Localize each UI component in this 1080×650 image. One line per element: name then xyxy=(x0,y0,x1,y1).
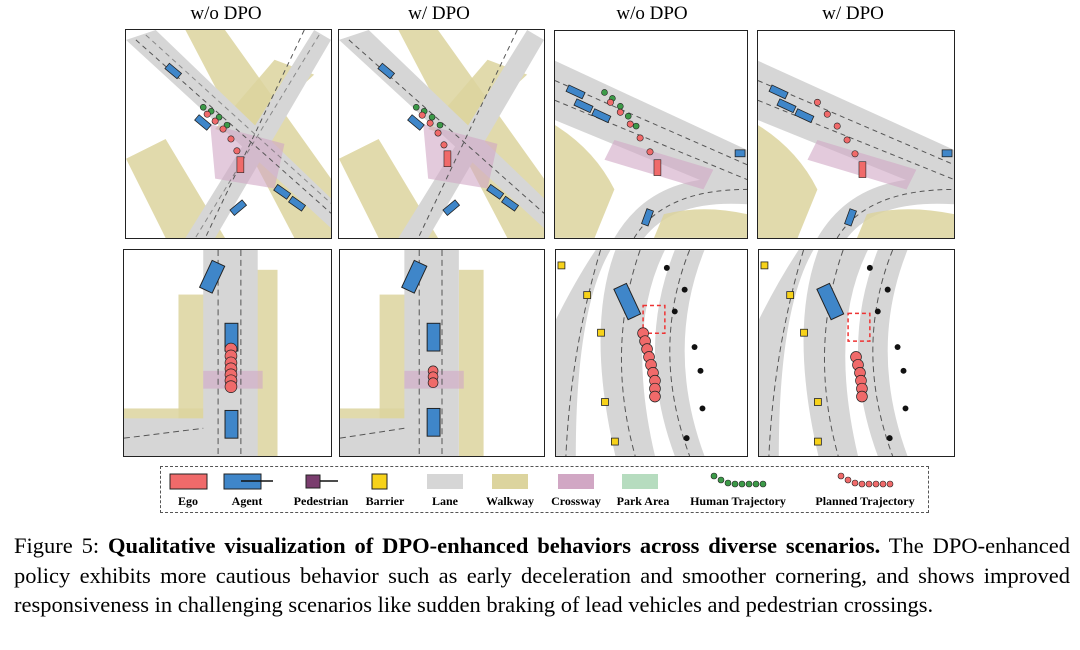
lane-swatch xyxy=(427,474,463,489)
legend-label-parkarea: Park Area xyxy=(616,494,670,508)
panel-straight-with-dpo xyxy=(339,249,545,457)
column-title-1: w/o DPO xyxy=(190,3,262,24)
legend-label-pedestrian: Pedestrian xyxy=(293,494,349,508)
legend-label-crossway: Crossway xyxy=(551,494,601,508)
caption-body: The DPO-enhanced policy exhibits more ca… xyxy=(14,533,1071,617)
caption-label: Figure 5: xyxy=(14,533,100,558)
crossway-swatch xyxy=(558,474,594,489)
planned-trajectory-icon xyxy=(837,472,894,488)
legend-label-barrier: Barrier xyxy=(365,494,405,508)
legend-icons xyxy=(169,472,894,490)
panel-pedestrian-without-dpo xyxy=(555,249,748,457)
pedestrian-icon xyxy=(305,474,338,489)
legend-label-ego: Ego xyxy=(177,494,199,508)
panel-curve-with-dpo xyxy=(757,30,955,239)
panel-intersection-without-dpo xyxy=(125,29,332,239)
panel-straight-without-dpo xyxy=(123,249,332,457)
agent-icon xyxy=(223,473,273,490)
legend-label-walkway: Walkway xyxy=(485,494,535,508)
figure-caption: Figure 5: Qualitative visualization of D… xyxy=(14,531,1070,620)
column-title-4: w/ DPO xyxy=(822,3,884,24)
barrier-icon xyxy=(371,473,388,490)
panel-curve-without-dpo xyxy=(554,30,748,239)
caption-title: Qualitative visualization of DPO-enhance… xyxy=(108,533,881,558)
human-trajectory-icon xyxy=(710,472,767,488)
column-title-2: w/ DPO xyxy=(408,3,470,24)
ego-icon xyxy=(169,473,208,490)
legend: Ego Agent Pedestrian Barrier Lane Walkwa… xyxy=(160,466,929,513)
panel-pedestrian-with-dpo xyxy=(758,249,955,457)
panel-intersection-with-dpo xyxy=(338,29,545,239)
parkarea-swatch xyxy=(622,474,658,489)
legend-label-agent: Agent xyxy=(231,494,263,508)
column-title-3: w/o DPO xyxy=(616,3,688,24)
legend-label-human-trajectory: Human Trajectory xyxy=(690,494,786,508)
legend-label-lane: Lane xyxy=(431,494,459,508)
legend-label-planned-trajectory: Planned Trajectory xyxy=(815,494,915,508)
walkway-swatch xyxy=(492,474,528,489)
